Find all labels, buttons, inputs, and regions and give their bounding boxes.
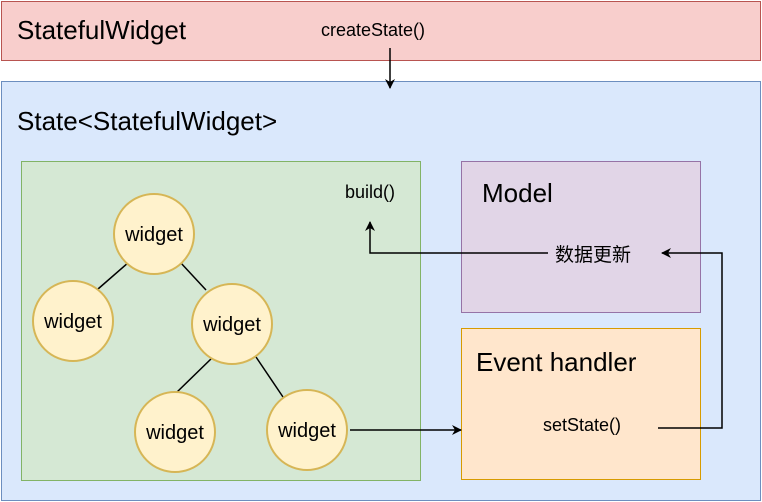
state-title: State<StatefulWidget> [17, 106, 278, 136]
widget-node-middle: widget [191, 283, 273, 365]
model-box [461, 161, 701, 313]
model-title: Model [482, 178, 553, 208]
widget-node-label: widget [124, 224, 183, 246]
event-handler-box [461, 328, 701, 480]
event-handler-title: Event handler [476, 347, 637, 377]
widget-node-label: widget [277, 420, 336, 442]
widget-node-root: widget [113, 193, 195, 275]
set-state-to-data-update-arrow [658, 248, 723, 429]
set-state-label: setState() [543, 415, 622, 435]
stateful-widget-box [1, 1, 761, 61]
data-update-label: 数据更新 [555, 244, 632, 266]
stateful-widget-title: StatefulWidget [17, 15, 187, 45]
build-label: build() [345, 182, 396, 202]
widget-node-left: widget [32, 280, 114, 362]
tree-edge [175, 356, 214, 394]
create-state-label: createState() [321, 20, 426, 40]
widget-node-label: widget [202, 314, 261, 336]
widget-node-label: widget [43, 311, 102, 333]
tree-edge [97, 261, 130, 290]
tree-edge [255, 356, 284, 398]
tree-edge [179, 261, 207, 291]
widget-node-label: widget [145, 422, 204, 444]
data-update-to-build-arrow [365, 221, 548, 254]
widget-node-bottom-right: widget [266, 389, 348, 471]
widget-node-bottom-left: widget [134, 391, 216, 473]
